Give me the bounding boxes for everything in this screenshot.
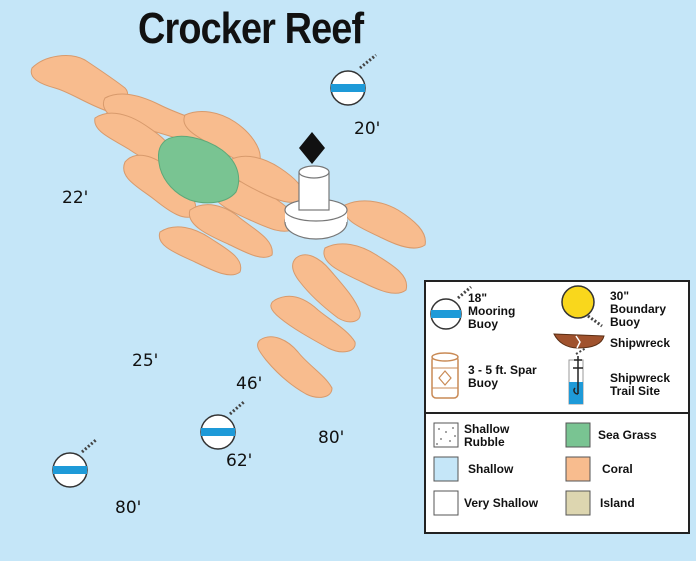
sea-grass-swatch bbox=[565, 422, 591, 448]
island-swatch bbox=[565, 490, 591, 516]
spar-buoy-marker bbox=[284, 132, 348, 240]
depth-label: 80' bbox=[318, 428, 345, 448]
sea-grass-patch bbox=[157, 135, 240, 204]
map-legend: 18" Mooring Buoy 30" Boundary Buoy Shipw… bbox=[424, 280, 690, 534]
legend-sea-grass: Sea Grass bbox=[598, 428, 657, 442]
shallow-rubble-swatch bbox=[433, 422, 459, 448]
mooring-buoy-2 bbox=[200, 399, 246, 450]
map-title: Crocker Reef bbox=[138, 4, 364, 53]
depth-label: 46' bbox=[236, 374, 263, 394]
legend-boundary-buoy: 30" Boundary Buoy bbox=[610, 289, 667, 329]
legend-very-shallow: Very Shallow bbox=[464, 496, 539, 510]
depth-label: 20' bbox=[354, 119, 381, 139]
legend-island: Island bbox=[600, 496, 635, 510]
shipwreck-trail-icon bbox=[568, 347, 587, 405]
depth-label: 62' bbox=[226, 451, 253, 471]
depth-label: 25' bbox=[132, 351, 159, 371]
legend-symbols bbox=[430, 285, 605, 516]
legend-shipwreck-trail: Shipwreck Trail Site bbox=[610, 371, 671, 398]
legend-shallow-rubble: Shallow Rubble bbox=[464, 422, 510, 449]
spar-buoy-icon bbox=[431, 352, 459, 399]
depth-label: 22' bbox=[62, 188, 89, 208]
diamond-marker-icon bbox=[299, 132, 325, 164]
legend-spar-buoy: 3 - 5 ft. Spar Buoy bbox=[468, 363, 537, 390]
legend-coral: Coral bbox=[602, 462, 633, 476]
legend-shipwreck: Shipwreck bbox=[610, 336, 671, 350]
shallow-swatch bbox=[433, 456, 459, 482]
mooring-buoy-icon bbox=[430, 285, 472, 330]
boundary-buoy-icon bbox=[561, 285, 603, 328]
legend-shallow: Shallow bbox=[468, 462, 514, 476]
legend-divider bbox=[426, 412, 688, 414]
depth-label: 80' bbox=[115, 498, 142, 518]
coral-swatch bbox=[565, 456, 591, 482]
mooring-buoy-3 bbox=[52, 437, 98, 488]
mooring-buoy-1 bbox=[330, 53, 377, 106]
very-shallow-swatch bbox=[433, 490, 459, 516]
legend-mooring-buoy: 18" Mooring Buoy bbox=[468, 291, 516, 331]
